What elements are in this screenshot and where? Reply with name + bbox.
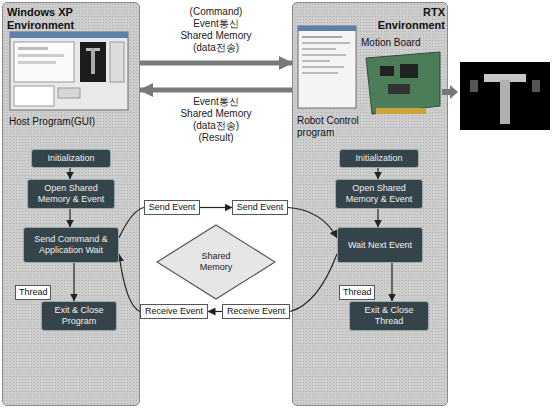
diamond-outline <box>157 225 275 299</box>
box-label: Exit & Close Thread <box>354 305 424 327</box>
box-label: Exit & Close Program <box>46 305 112 327</box>
box-label: Open Shared Memory & Event <box>340 183 418 205</box>
robot-display <box>470 80 478 92</box>
process-box: Initialization <box>31 149 111 168</box>
box-label: Thread <box>19 287 47 298</box>
communication-arrow <box>140 61 292 66</box>
process-box: Exit & Close Program <box>41 301 117 331</box>
flow-arrow <box>208 311 222 312</box>
thread-tag: Thread <box>15 285 51 300</box>
edge-label: (Command) Event통신 Shared Memory (data전송) <box>176 6 256 54</box>
robot-display <box>460 62 550 130</box>
robot-display <box>532 80 540 92</box>
event-tag: Send Event <box>232 200 288 215</box>
box-label: Send Command & Application Wait <box>28 234 114 256</box>
box-label: Initialization <box>344 153 414 164</box>
box-label: Send Event <box>236 202 284 213</box>
environment-panel: Windows XP EnvironmentHost Program(GUI) I… <box>2 2 140 406</box>
box-label: Wait Next Event <box>342 240 418 251</box>
process-box: Wait Next Event <box>337 227 423 263</box>
board-label: Motion Board <box>361 37 443 49</box>
event-tag: Send Event <box>144 200 200 215</box>
process-box: Send Command & Application Wait <box>23 227 119 263</box>
box-label: Shared Memory <box>188 251 244 273</box>
process-box: Open Shared Memory & Event <box>27 179 115 209</box>
box-label: Open Shared Memory & Event <box>32 183 110 205</box>
program-label: Host Program(GUI) <box>9 116 133 128</box>
memory-diamond: Shared Memory <box>156 224 276 300</box>
robot-display <box>484 74 526 82</box>
panel-title: RTX Environment <box>369 6 445 32</box>
box-label: Receive Event <box>144 306 204 317</box>
thread-tag: Thread <box>339 285 375 300</box>
panel-title: Windows XP Environment <box>7 6 99 32</box>
robot-display <box>500 80 510 124</box>
event-tag: Receive Event <box>222 304 290 319</box>
flow-arrow <box>200 207 232 208</box>
edge-label: Event통신 Shared Memory (data전송) (Result) <box>176 96 256 144</box>
environment-panel: RTX EnvironmentMotion BoardRobot Control… <box>292 2 448 406</box>
communication-arrow <box>140 88 292 93</box>
process-box: Initialization <box>339 149 419 168</box>
process-box: Open Shared Memory & Event <box>335 179 423 209</box>
event-tag: Receive Event <box>140 304 208 319</box>
box-label: Initialization <box>36 153 106 164</box>
box-label: Thread <box>343 287 371 298</box>
box-label: Send Event <box>148 202 196 213</box>
box-label: Receive Event <box>226 306 286 317</box>
process-box: Exit & Close Thread <box>349 301 429 331</box>
robot-display <box>460 62 550 130</box>
program-label: Robot Control program <box>297 115 363 139</box>
